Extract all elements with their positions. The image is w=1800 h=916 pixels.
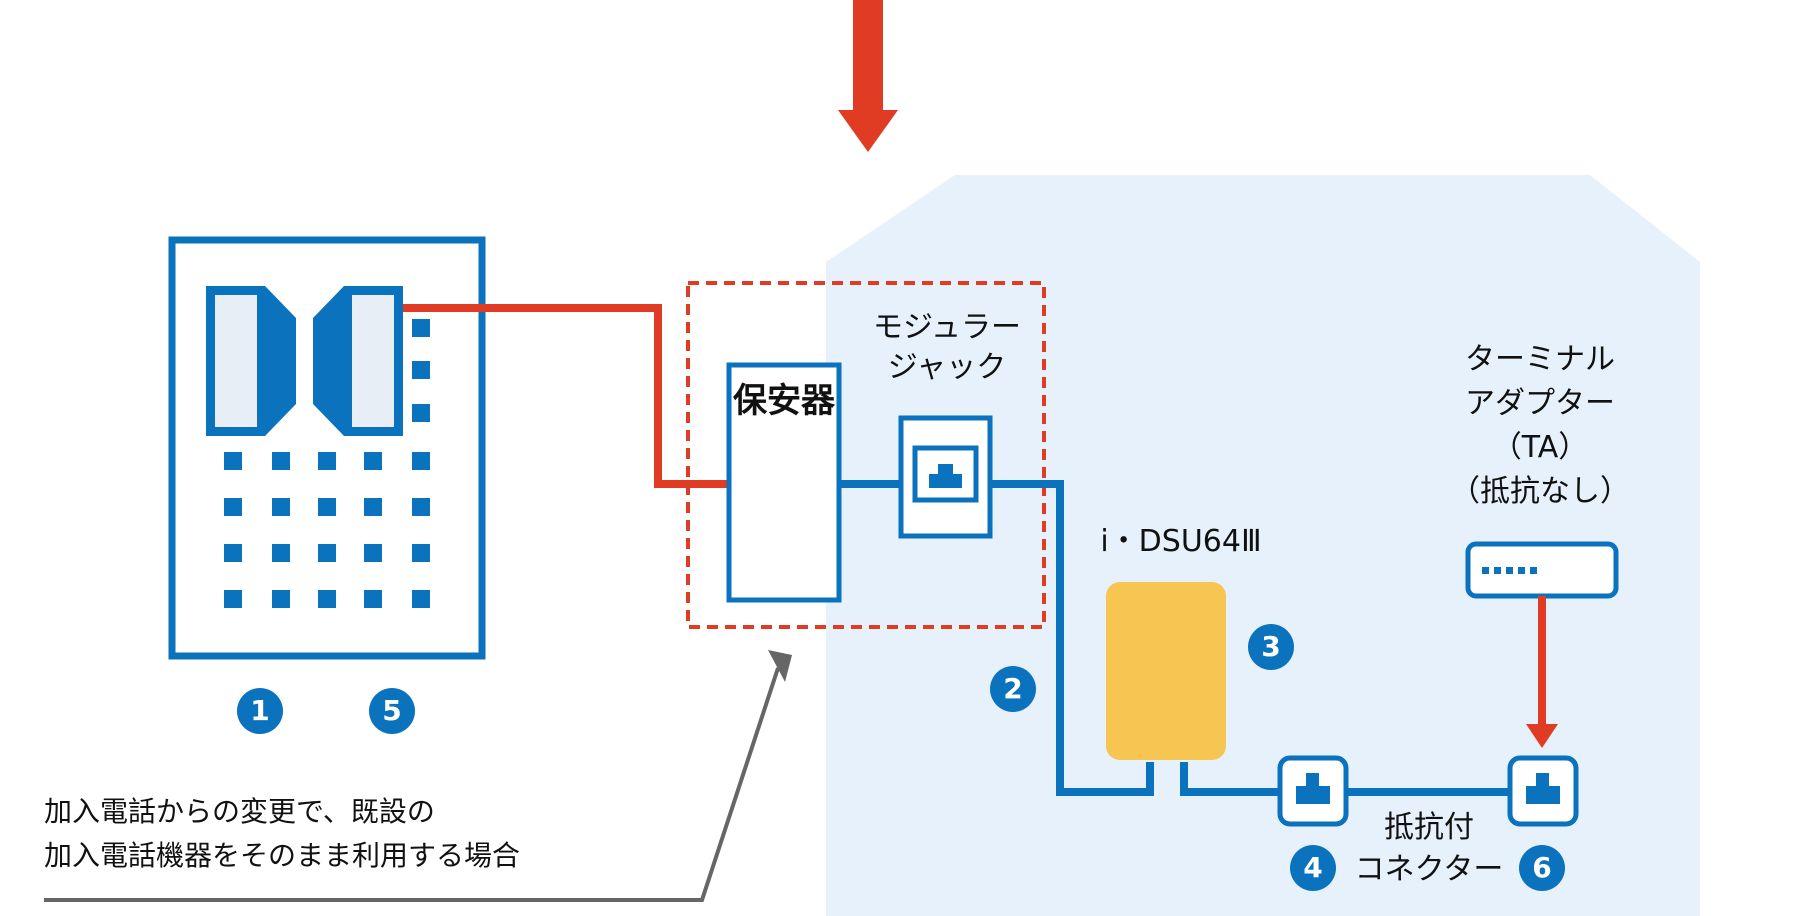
dsu-to-connector-line: [1180, 762, 1292, 796]
badge-3: 3: [1248, 624, 1294, 670]
badge-6: 6: [1519, 845, 1565, 891]
outdoor-red-line: [403, 304, 729, 488]
ta-label-line1: ターミナル: [1465, 342, 1615, 377]
modular-jack-label-line2: ジャック: [887, 350, 1007, 385]
modular-jack-label-line1: モジュラー: [873, 310, 1021, 345]
dsu-label: i・DSU64Ⅲ: [1100, 524, 1262, 559]
modular-jack-icon: [898, 415, 993, 539]
badge-1: 1: [237, 688, 283, 734]
caption-line2: 加入電話機器をそのまま利用する場合: [44, 839, 521, 872]
terminal-adapter-icon: [1465, 541, 1619, 599]
badge-2: 2: [990, 666, 1036, 712]
dsu-device: [1106, 582, 1226, 760]
dashed-highlight-frame: [686, 281, 1046, 629]
ta-to-connector-arrow: [1526, 596, 1558, 748]
connector-icon: [1277, 755, 1349, 827]
protector-box: [726, 362, 842, 603]
building-icon: [168, 236, 486, 660]
protector-label: 保安器: [733, 381, 835, 421]
connector-label-line1: 抵抗付: [1384, 810, 1474, 845]
connector-label-line2: コネクター: [1354, 852, 1504, 887]
caption-line1: 加入電話からの変更で、既設の: [44, 795, 435, 828]
badge-5: 5: [369, 688, 415, 734]
ta-label-line3: （TA）: [1491, 430, 1589, 465]
jack-to-dsu-line: [990, 480, 1154, 796]
ta-label-line2: アダプター: [1465, 386, 1615, 421]
connector-icon: [1507, 755, 1579, 827]
ta-label-line4: （抵抗なし）: [1450, 474, 1630, 509]
caption-pointer-arrow: [44, 650, 792, 902]
badge-4: 4: [1290, 845, 1336, 891]
incoming-line-arrow: [838, 0, 898, 152]
